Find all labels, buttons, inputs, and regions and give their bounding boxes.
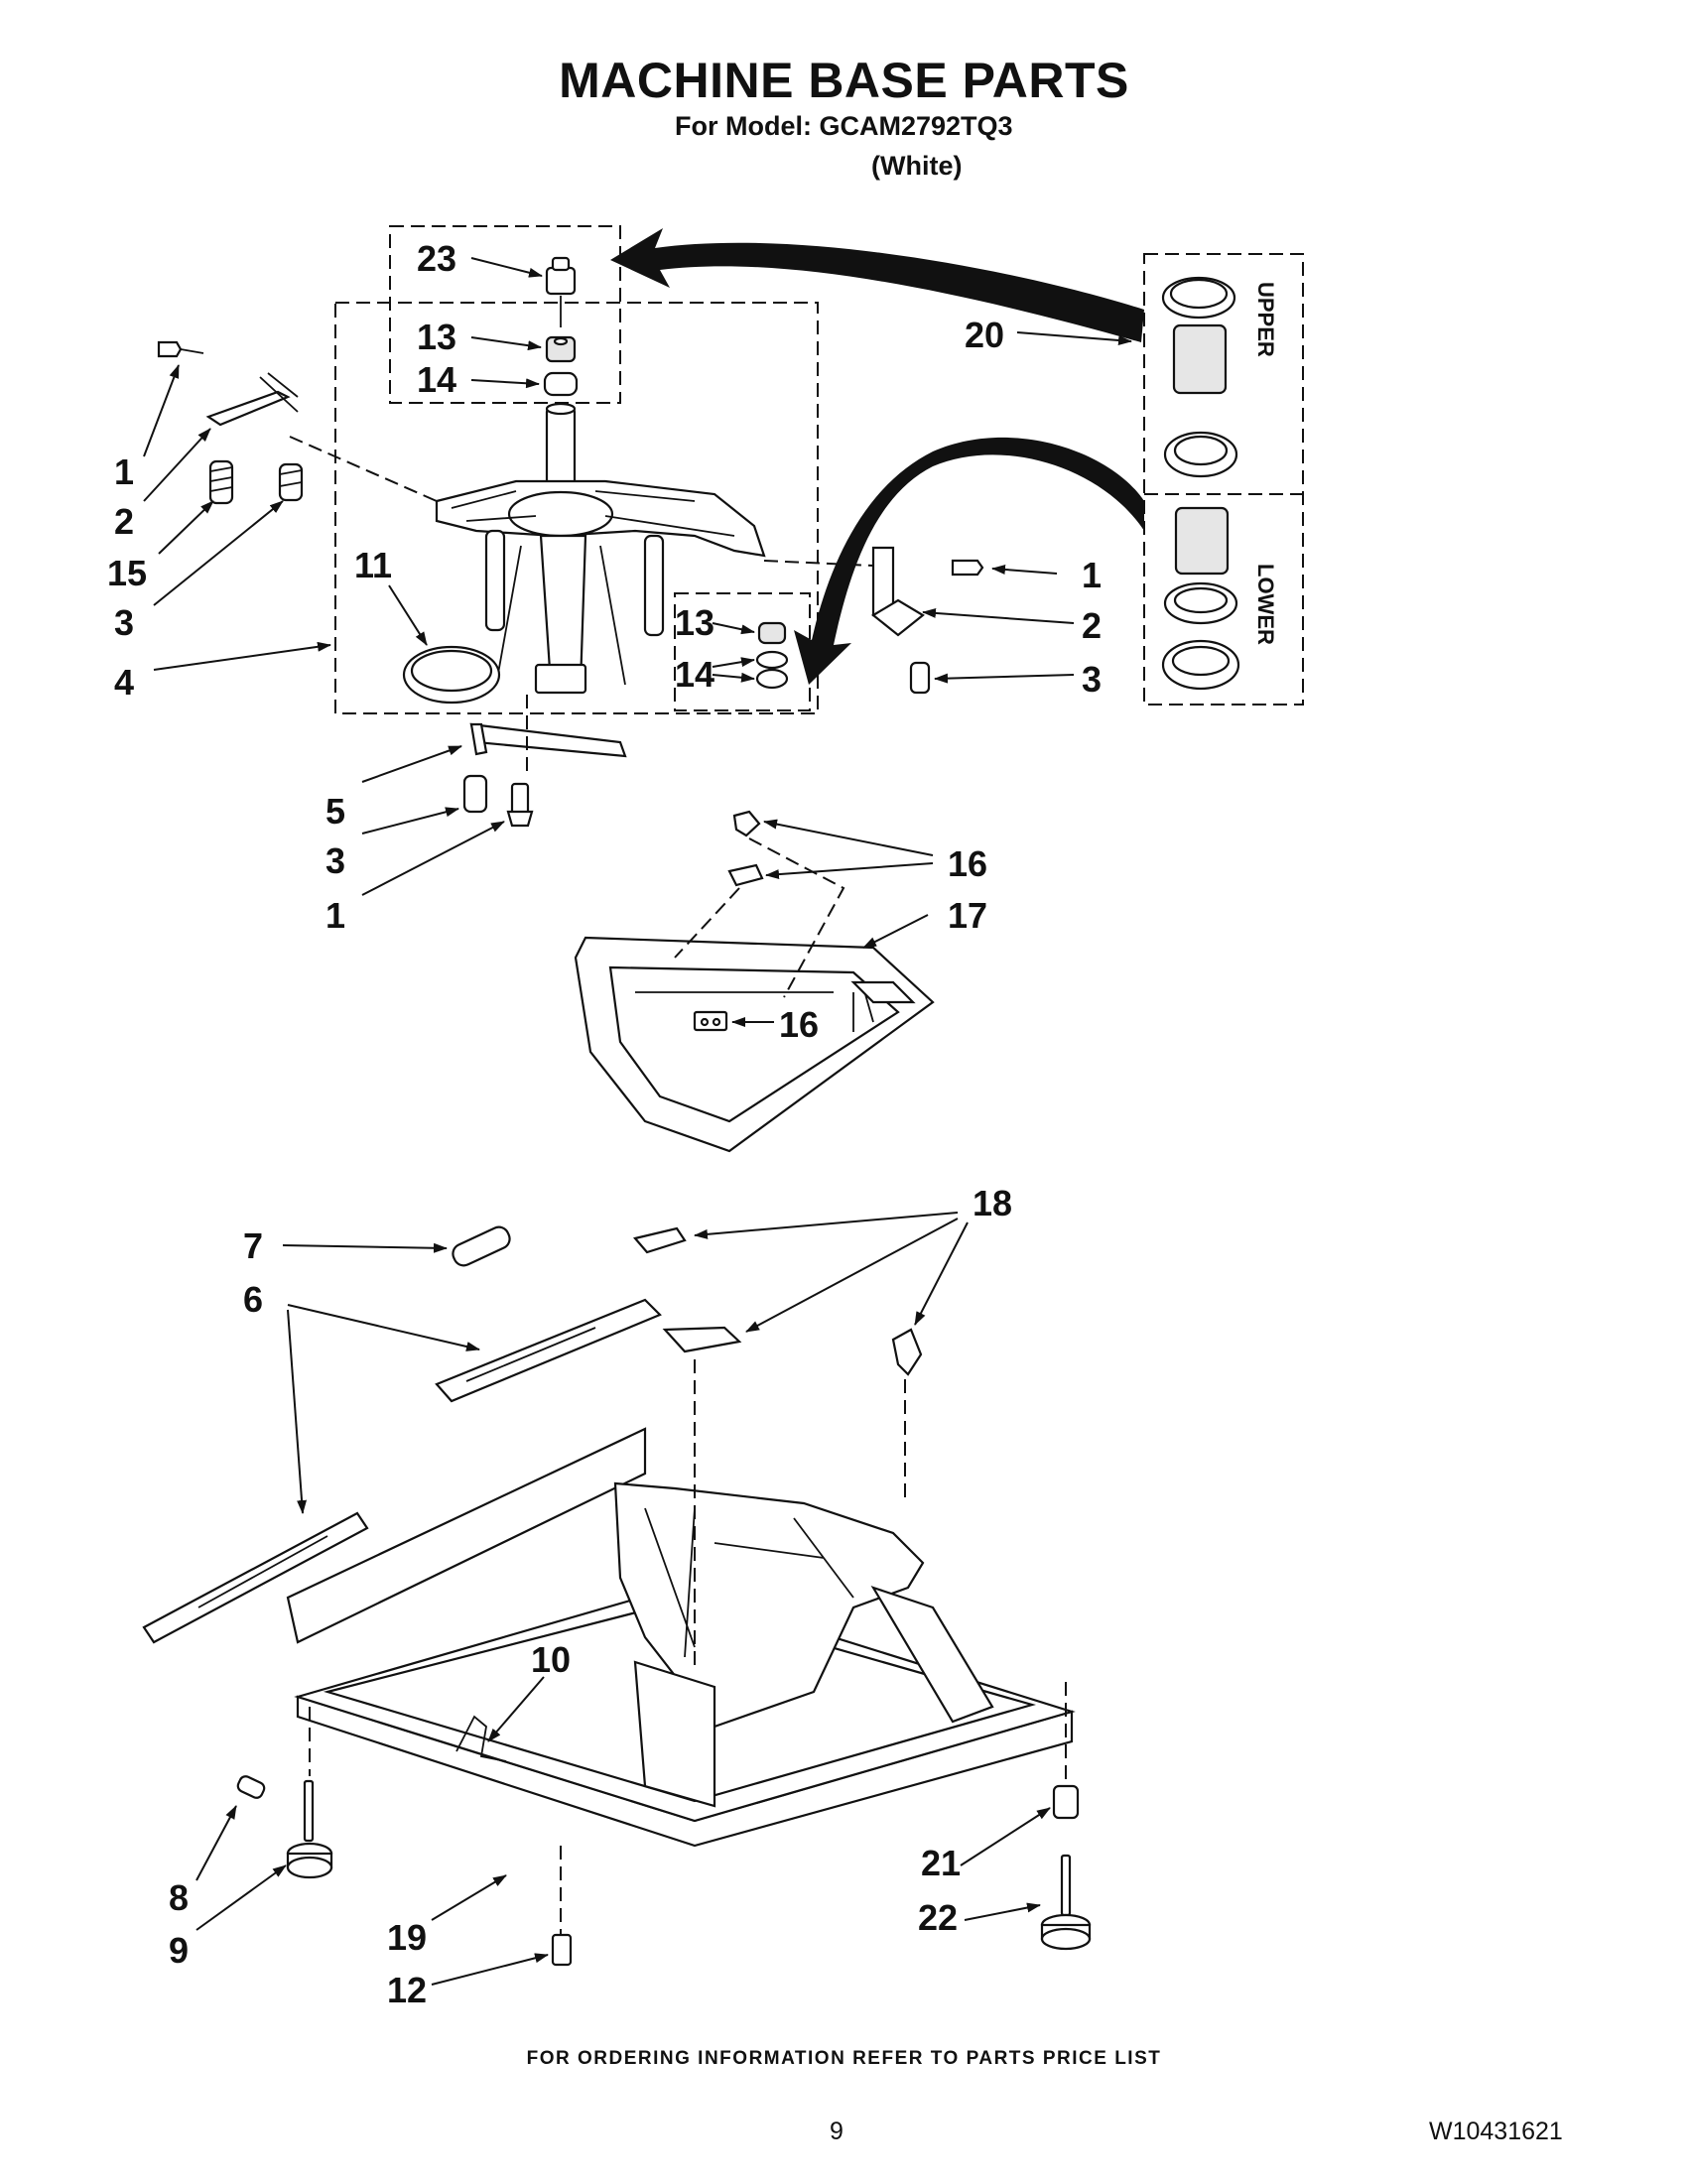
part-16-clip-middle (727, 863, 764, 887)
callout-8: 8 (169, 1877, 189, 1918)
part-1-screw-right (951, 559, 984, 577)
callout-1-right: 1 (1082, 555, 1102, 595)
kit-box (1143, 253, 1304, 706)
page-title: MACHINE BASE PARTS (559, 53, 1129, 108)
model-color: (White) (871, 151, 963, 181)
part-18-glide-2 (662, 1326, 742, 1353)
callout-4: 4 (114, 662, 134, 703)
part-8-pin (236, 1775, 266, 1799)
arrow-to-upper-inset (610, 228, 1144, 342)
callout-7: 7 (243, 1225, 263, 1266)
callout-20: 20 (965, 315, 1004, 355)
callout-3-left: 3 (114, 602, 134, 643)
inset-box-upper (389, 225, 621, 404)
callout-10: 10 (531, 1639, 571, 1680)
part-13-bushing-upper (545, 335, 577, 363)
gearcase-assembly (435, 402, 766, 695)
callout-3-bottom: 3 (325, 840, 345, 881)
callout-13-lower: 13 (675, 602, 714, 643)
part-9-leveling-leg (286, 1779, 333, 1879)
callout-21: 21 (921, 1843, 961, 1883)
gearcase-outline-box (334, 302, 819, 714)
callout-18: 18 (973, 1183, 1012, 1223)
callout-5: 5 (325, 791, 345, 832)
part-18-glide-1 (632, 1226, 687, 1254)
part-1-screw-bottom (506, 782, 534, 828)
part-11-seal (402, 645, 501, 705)
callout-22: 22 (918, 1897, 958, 1938)
callout-16-lower: 16 (779, 1004, 819, 1045)
part-1-screw-left (157, 340, 204, 358)
part-3-spring-left (278, 462, 304, 502)
callout-14-lower: 14 (675, 654, 714, 695)
page-number: 9 (830, 2118, 844, 2145)
model-number: For Model: GCAM2792TQ3 (675, 111, 1013, 141)
part-3-spring-right (909, 661, 931, 695)
part-18-glide-3 (891, 1328, 923, 1376)
part-23-cap (545, 256, 577, 327)
part-16-clip-lower (693, 1010, 728, 1032)
part-10-clip (455, 1715, 507, 1762)
part-14-washer-upper (543, 371, 579, 397)
callout-16-upper: 16 (948, 843, 987, 884)
part-2-bracket-right (871, 546, 925, 637)
part-6-brace-upper (435, 1298, 662, 1403)
callout-2-left: 2 (114, 501, 134, 542)
part-16-clip-upper (732, 810, 761, 837)
callout-14-upper: 14 (417, 359, 456, 400)
part-20-upper-kit (1161, 276, 1238, 478)
part-20-lower-kit (1161, 506, 1240, 691)
part-21-bushing (1052, 1784, 1080, 1820)
document-number: W10431621 (1429, 2118, 1563, 2145)
kit-label-upper: UPPER (1253, 282, 1278, 357)
callout-2-right: 2 (1082, 605, 1102, 646)
callout-15: 15 (107, 553, 147, 593)
callout-17: 17 (948, 895, 987, 936)
guide-lines-clips (674, 837, 845, 998)
callout-1-bottom: 1 (325, 895, 345, 936)
part-19-machine-base (286, 1427, 1076, 1848)
callout-6: 6 (243, 1279, 263, 1320)
guide-line-left (289, 436, 438, 502)
callout-23: 23 (417, 238, 456, 279)
kit-label-lower: LOWER (1253, 564, 1278, 645)
part-14-washers-lower (755, 650, 789, 690)
part-17-tub-ring-frame (574, 936, 935, 1153)
callout-13-upper: 13 (417, 317, 456, 357)
callout-9: 9 (169, 1930, 189, 1971)
callout-11: 11 (354, 545, 392, 585)
callout-3-right: 3 (1082, 659, 1102, 700)
callout-1-left: 1 (114, 451, 134, 492)
part-6-brace-lower (142, 1511, 369, 1644)
callout-19: 19 (387, 1917, 427, 1958)
part-3-spring-bottom (462, 774, 488, 814)
leader-lines (143, 257, 1132, 1986)
part-5-bracket (469, 722, 627, 758)
arrow-to-lower-inset (794, 437, 1144, 685)
part-13-bushing-lower (757, 621, 787, 645)
callout-12: 12 (387, 1970, 427, 2010)
part-15-spring (208, 459, 234, 505)
part-7-spring (452, 1225, 511, 1267)
part-22-leveling-leg (1040, 1854, 1092, 1951)
part-12-screw (551, 1933, 573, 1967)
guide-lines-base (309, 1359, 1067, 1935)
ordering-note: FOR ORDERING INFORMATION REFER TO PARTS … (526, 2048, 1162, 2069)
part-2-bracket-left (205, 372, 299, 427)
